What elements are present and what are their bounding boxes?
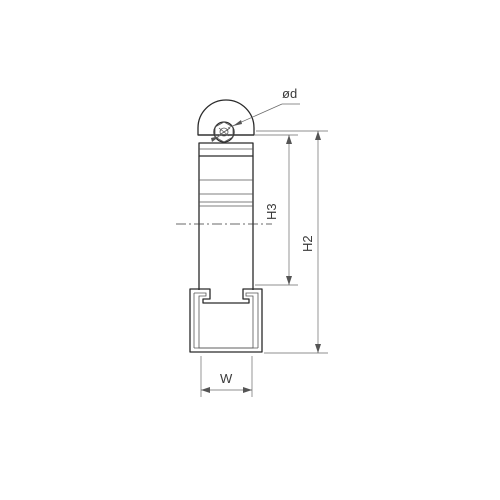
diameter-label: ød: [282, 86, 297, 101]
h2-label: H2: [300, 235, 315, 252]
h3-label: H3: [264, 203, 279, 220]
hex-socket-bolt-icon: [213, 121, 235, 143]
h3-dimension: H3: [255, 134, 298, 286]
diameter-dimension: ød: [211, 86, 300, 142]
hanger-head: [197, 99, 255, 136]
hanger-body: [198, 156, 254, 290]
width-label: W: [220, 371, 233, 386]
c-profile-channel: [189, 288, 263, 353]
hanger-neck: [198, 142, 254, 157]
h2-dimension: H2: [256, 130, 328, 354]
width-dimension: W: [200, 356, 253, 397]
